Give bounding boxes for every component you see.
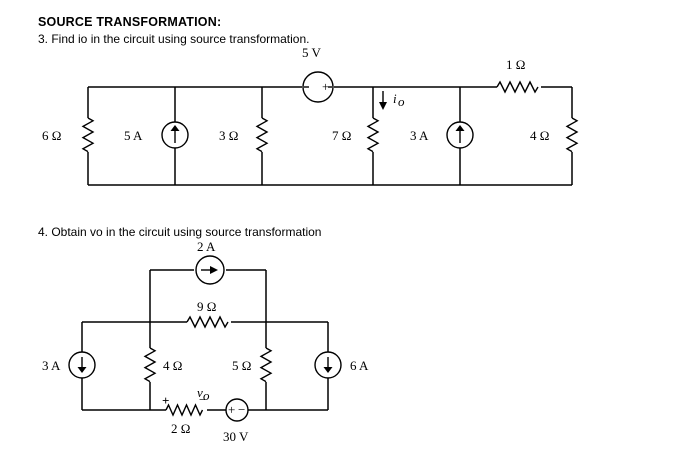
label-plus: + xyxy=(322,79,329,94)
label-3-a: 3 A xyxy=(410,128,429,143)
problem-4-text: 4. Obtain vo in the circuit using source… xyxy=(38,225,322,239)
circuit4-resistor-5ohm xyxy=(259,322,273,410)
problem-3-text: 3. Find io in the circuit using source t… xyxy=(38,32,310,46)
label-9-ohm: 9 Ω xyxy=(197,299,216,314)
circuit3-voltage-source-5v xyxy=(302,71,334,103)
label-io-subscript: o xyxy=(398,94,405,109)
circuit3-current-source-3a xyxy=(446,87,474,185)
label-6-ohm: 6 Ω xyxy=(42,128,61,143)
label-30v-plus: + xyxy=(228,402,235,417)
arrow-down-icon xyxy=(77,367,87,373)
arrow-up-icon xyxy=(170,125,180,131)
label-4-ohm-circuit4: 4 Ω xyxy=(163,358,182,373)
circuit4-top-loop-sides xyxy=(149,270,267,322)
label-30-v: 30 V xyxy=(223,429,249,444)
arrow-up-icon xyxy=(455,125,465,131)
label-30v-minus: − xyxy=(238,402,245,417)
label-3-ohm: 3 Ω xyxy=(219,128,238,143)
label-io: i xyxy=(393,91,397,106)
arrow-right-icon xyxy=(210,266,218,274)
circuit3-current-source-5a xyxy=(161,87,189,185)
label-2-a: 2 A xyxy=(197,239,216,254)
circuit4-voltage-source-30v xyxy=(225,398,249,422)
circuit3-resistor-6ohm xyxy=(81,87,95,185)
label-3-a-circuit4: 3 A xyxy=(42,358,61,373)
label-2-ohm: 2 Ω xyxy=(171,421,190,436)
section-heading: SOURCE TRANSFORMATION: xyxy=(38,15,222,29)
arrow-down-icon xyxy=(323,367,333,373)
circuit4-resistor-4ohm xyxy=(143,322,157,410)
circuit3-resistor-4ohm xyxy=(565,87,579,185)
circuit3-resistor-1ohm xyxy=(496,80,539,94)
circuit3-resistor-3ohm xyxy=(255,87,269,185)
label-7-ohm: 7 Ω xyxy=(332,128,351,143)
circuit-3: 6 Ω 5 A 3 Ω + 5 V 7 Ω xyxy=(42,45,579,186)
label-vo-plus: + xyxy=(162,393,169,408)
circuit4-resistor-2ohm xyxy=(165,403,204,417)
label-vo-minus: − xyxy=(199,392,206,407)
label-1-ohm: 1 Ω xyxy=(506,57,525,72)
label-vo-subscript: o xyxy=(203,388,210,403)
label-5-a: 5 A xyxy=(124,128,143,143)
label-5-ohm: 5 Ω xyxy=(232,358,251,373)
label-5-v: 5 V xyxy=(302,45,322,60)
circuit3-current-io-arrow xyxy=(379,91,387,110)
circuit4-current-source-6a xyxy=(314,322,342,410)
circuit4-resistor-9ohm xyxy=(186,315,229,329)
label-vo: v xyxy=(197,385,203,400)
circuit4-current-source-3a xyxy=(68,322,96,410)
circuit3-resistor-7ohm xyxy=(366,87,380,185)
label-4-ohm: 4 Ω xyxy=(530,128,549,143)
arrow-down-icon xyxy=(379,102,387,110)
label-6-a: 6 A xyxy=(350,358,369,373)
circuit4-current-source-2a xyxy=(195,255,225,285)
circuit-4: 2 A 9 Ω 3 A 4 Ω 5 Ω xyxy=(42,239,369,444)
